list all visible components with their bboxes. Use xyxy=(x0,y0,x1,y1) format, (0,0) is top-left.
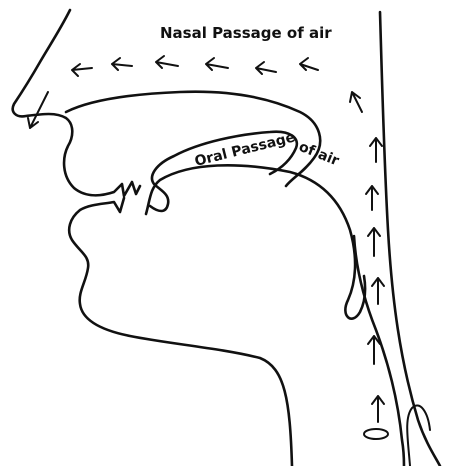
nasal-arrow-7 xyxy=(28,92,48,128)
pharynx-arrow-4 xyxy=(368,228,380,256)
nasal-arrow-5 xyxy=(112,58,132,70)
pharynx-arrow-2 xyxy=(368,336,380,364)
nasal-arrow-3 xyxy=(206,58,228,70)
pharynx-arrow-5 xyxy=(366,186,378,210)
pharynx-arrow-7 xyxy=(350,92,362,112)
pharynx-front-wall xyxy=(354,236,404,466)
nasal-arrow-1 xyxy=(300,58,318,70)
larynx-shape xyxy=(407,405,430,466)
pharynx-arrow-1 xyxy=(372,396,384,422)
nasal-arrow-6 xyxy=(72,64,92,76)
nasal-passage-label: Nasal Passage of air xyxy=(160,24,332,42)
face-profile xyxy=(13,10,292,466)
vocal-cord-oval xyxy=(364,429,388,439)
nasal-arrow-4 xyxy=(156,56,178,68)
tongue xyxy=(146,165,365,318)
pharynx-arrow-3 xyxy=(372,278,384,304)
nasal-arrow-2 xyxy=(256,62,276,74)
pharynx-arrow-6 xyxy=(370,138,382,162)
pharynx-back-wall xyxy=(380,12,440,466)
